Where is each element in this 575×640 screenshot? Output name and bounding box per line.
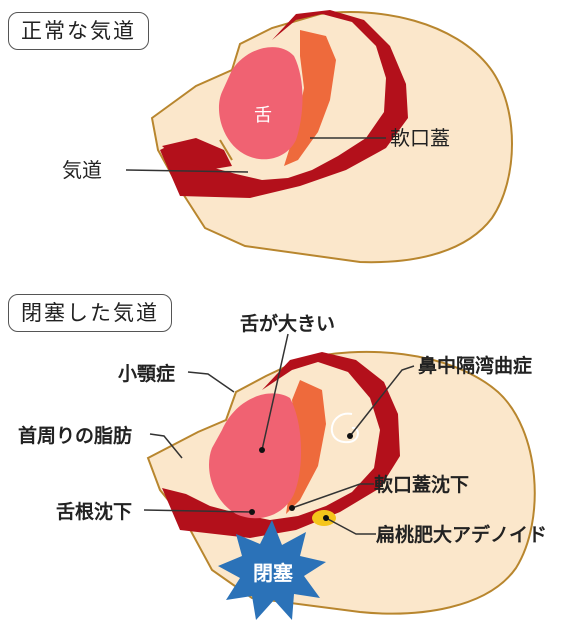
- obstruction-burst: [218, 520, 326, 620]
- dot-big-tongue: [259, 447, 265, 453]
- normal-mouth-line: [219, 139, 233, 161]
- obstructed-throat-cavity: [162, 352, 400, 538]
- leader-big-tongue: [261, 333, 289, 451]
- leader-small-jaw: [187, 371, 235, 393]
- label-soft-palate-drop: 軟口蓋沈下: [374, 473, 469, 496]
- normal-tongue: [218, 47, 303, 160]
- obstructed-airway-title: 閉塞した気道: [8, 294, 172, 332]
- leader-soft-palate-drop: [291, 483, 374, 509]
- dot-tongue-root: [249, 509, 255, 515]
- normal-airway-title: 正常な気道: [8, 12, 149, 50]
- dot-soft-palate-drop: [289, 505, 295, 511]
- normal-head-silhouette: [150, 11, 513, 264]
- dot-septum: [347, 433, 353, 439]
- leader-neck-fat: [149, 433, 183, 459]
- label-neck-fat: 首周りの脂肪: [18, 424, 132, 447]
- obstructed-tongue: [209, 393, 302, 519]
- dot-tonsils: [323, 515, 329, 521]
- label-big-tongue: 舌が大きい: [240, 312, 335, 335]
- obstructed-head: [146, 350, 536, 615]
- label-small-jaw: 小顎症: [118, 362, 175, 385]
- normal-jaw-cavity: [162, 138, 232, 170]
- septum-curve: [330, 412, 359, 444]
- obstructed-head-silhouette: [146, 350, 536, 615]
- label-tonsils: 扁桃肥大アデノイド: [376, 523, 547, 546]
- leader-septum: [349, 365, 415, 437]
- normal-throat-cavity: [160, 10, 408, 198]
- normal-head: [150, 10, 513, 264]
- leader-tongue-root: [143, 509, 253, 513]
- label-soft-palate: 軟口蓋: [390, 126, 450, 150]
- leader-airway: [125, 169, 249, 173]
- leader-tonsils: [325, 517, 376, 535]
- label-tongue: 舌: [254, 105, 272, 126]
- label-tongue-root-drop: 舌根沈下: [56, 500, 132, 523]
- label-obstruction: 閉塞: [253, 561, 294, 585]
- label-septum: 鼻中隔湾曲症: [418, 354, 532, 377]
- label-airway: 気道: [62, 158, 102, 182]
